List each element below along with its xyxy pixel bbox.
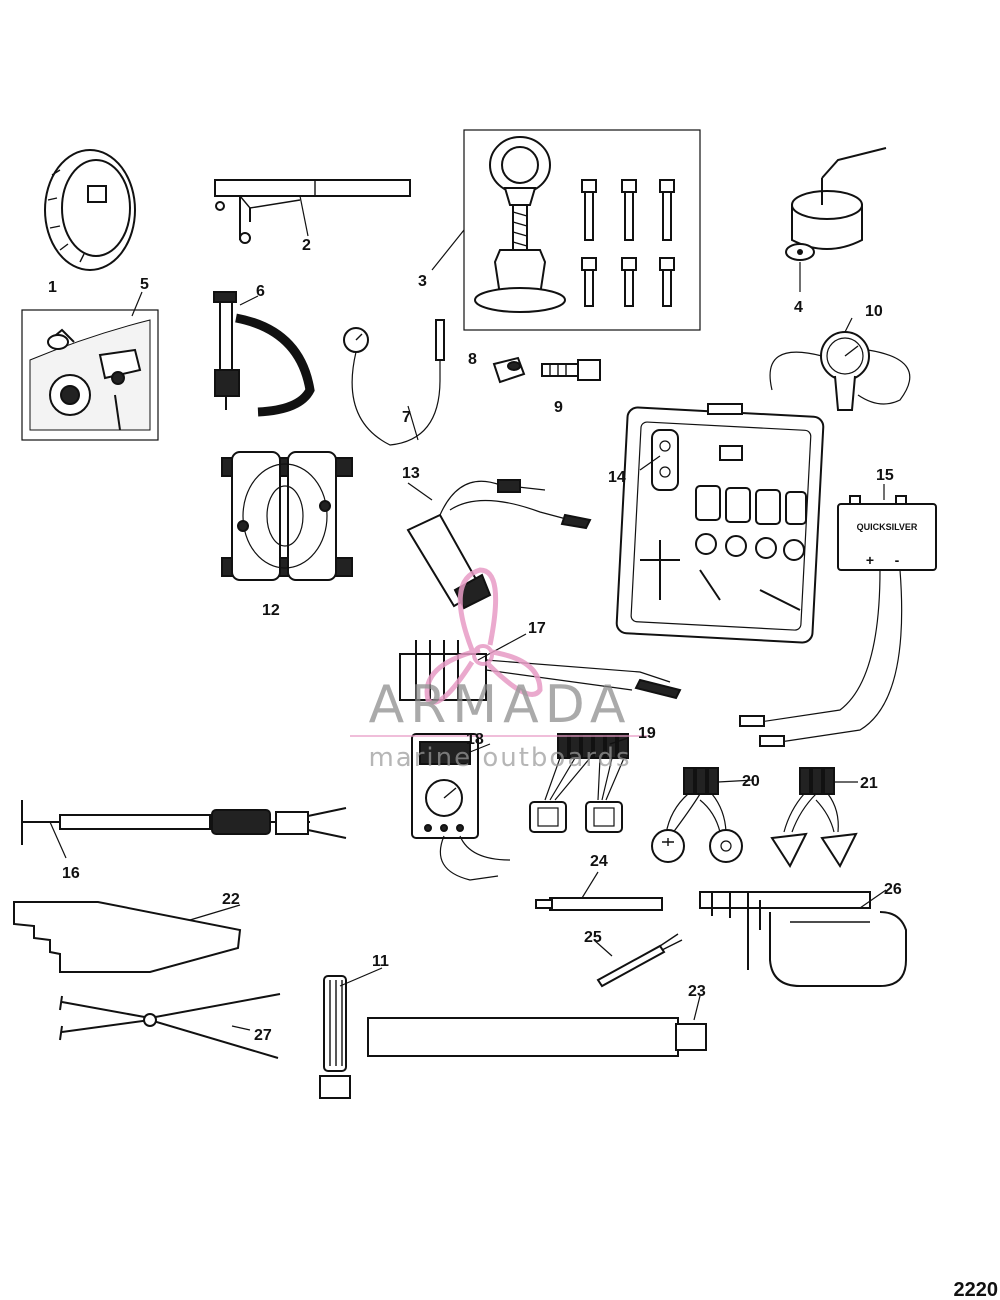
watermark-subtitle: marine outboards bbox=[368, 743, 631, 773]
tool-4-sensor-cup bbox=[785, 147, 887, 261]
callout-11: 11 bbox=[372, 953, 389, 970]
tool-9-hose-barb bbox=[541, 359, 601, 381]
tool-12-bearing-separator bbox=[221, 451, 353, 581]
tool-14-test-kit-case bbox=[615, 403, 825, 644]
callout-26: 26 bbox=[884, 881, 902, 898]
box15-plus-sign: + bbox=[866, 552, 874, 568]
tool-8-fitting bbox=[492, 356, 526, 384]
tool-3-lifting-eye-kit bbox=[463, 129, 701, 331]
tool-7-pressure-gauge bbox=[343, 319, 445, 446]
callout-27: 27 bbox=[254, 1027, 272, 1044]
tool-1-flywheel-holder bbox=[44, 149, 136, 271]
callout-7: 7 bbox=[402, 409, 411, 426]
tool-16-slide-hammer bbox=[21, 800, 347, 845]
callout-15: 15 bbox=[876, 467, 894, 484]
callout-labels: 1 2 3 4 5 6 7 8 9 10 11 12 13 14 15 16 1… bbox=[48, 237, 902, 1044]
callout-18: 18 bbox=[466, 731, 484, 748]
callout-1: 1 bbox=[48, 279, 57, 296]
tool-10-vacuum-gauge bbox=[769, 331, 911, 411]
callout-6: 6 bbox=[256, 283, 265, 300]
callout-8: 8 bbox=[468, 351, 477, 368]
callout-13: 13 bbox=[402, 465, 420, 482]
callout-19: 19 bbox=[638, 725, 656, 742]
tool-5-installation-view bbox=[21, 309, 159, 441]
tool-23-driver-shaft bbox=[367, 1017, 707, 1057]
box15-brand-label: QUICKSILVER bbox=[857, 522, 918, 532]
tool-19-adapter-harness bbox=[529, 733, 629, 833]
callout-5: 5 bbox=[140, 276, 149, 293]
tool-21-triangle-plug-harness bbox=[770, 767, 858, 869]
callout-14: 14 bbox=[608, 469, 626, 486]
callout-labels-top: 18 19 20 21 bbox=[466, 725, 878, 792]
tool-26-clamp-puller bbox=[699, 891, 907, 987]
callout-20: 20 bbox=[742, 773, 760, 790]
callout-9: 9 bbox=[554, 399, 563, 416]
callout-10: 10 bbox=[865, 303, 883, 320]
tool-20-round-plug-harness bbox=[651, 767, 743, 863]
tool-2-puller-bar bbox=[214, 179, 411, 244]
tool-27-pliers bbox=[59, 993, 281, 1059]
callout-4: 4 bbox=[794, 299, 803, 316]
callout-21: 21 bbox=[860, 775, 878, 792]
tool-25-pick-tool bbox=[596, 933, 683, 988]
tool-24-pin-punch bbox=[535, 897, 663, 911]
tool-17-test-harness bbox=[399, 640, 682, 701]
tool-6-priming-pump bbox=[213, 291, 315, 417]
callout-17: 17 bbox=[528, 620, 546, 637]
armada-watermark: ARMADA marine outboards bbox=[350, 567, 650, 773]
callout-25: 25 bbox=[584, 929, 602, 946]
callout-12: 12 bbox=[262, 602, 280, 619]
leader-lines bbox=[49, 195, 887, 1031]
callout-2: 2 bbox=[302, 237, 311, 254]
callout-16: 16 bbox=[62, 865, 80, 882]
figure-number: 2220 bbox=[954, 1279, 999, 1300]
watermark-title: ARMADA bbox=[369, 675, 632, 735]
callout-23: 23 bbox=[688, 983, 706, 1000]
tool-11-driver-handle bbox=[319, 975, 351, 1099]
callout-22: 22 bbox=[222, 891, 240, 908]
tool-22-template-plate bbox=[13, 901, 242, 973]
tool-15-test-box: QUICKSILVER + - bbox=[739, 495, 937, 747]
box15-minus-sign: - bbox=[895, 552, 900, 568]
tool-13-timing-light bbox=[406, 479, 592, 610]
callout-3: 3 bbox=[418, 273, 427, 290]
callout-24: 24 bbox=[590, 853, 608, 870]
tool-18-multimeter bbox=[411, 733, 511, 881]
